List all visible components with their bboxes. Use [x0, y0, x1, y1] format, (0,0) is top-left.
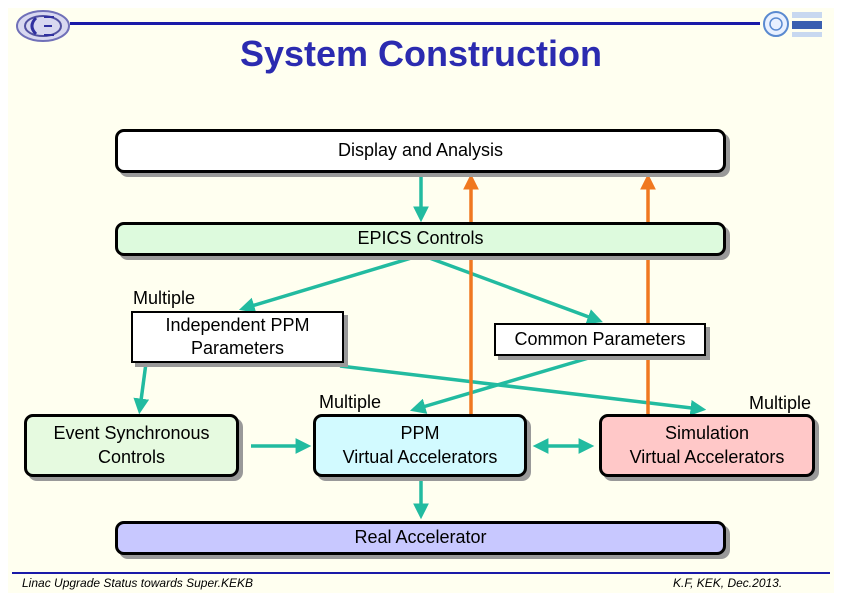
display-analysis-box: Display and Analysis [115, 129, 726, 173]
multiple-label-right: Multiple [749, 393, 812, 413]
simulation-label-line1: Simulation [664, 423, 750, 444]
ppm-virtual-box: PPM Virtual Accelerators [313, 414, 527, 477]
arrow-independent-to-sim [339, 364, 707, 416]
display-analysis-label: Display and Analysis [337, 140, 504, 161]
epics-controls-box: EPICS Controls [115, 222, 726, 256]
independent-label-line1: Independent PPM [165, 314, 310, 335]
footer-right-text: K.F, KEK, Dec.2013. [673, 576, 783, 590]
ppm-label-line2: Virtual Accelerators [342, 446, 498, 467]
ppm-label-line1: PPM [400, 423, 440, 444]
common-parameters-box: Common Parameters [494, 323, 706, 356]
independent-label-line2: Parameters [190, 338, 285, 358]
epics-controls-label: EPICS Controls [357, 228, 484, 249]
arrow-epics-to-common [423, 254, 603, 325]
arrow-independent-to-event [133, 362, 150, 415]
multiple-label-mid: Multiple [319, 392, 382, 412]
page-title: System Construction [239, 33, 603, 74]
footer-rule [12, 572, 830, 574]
real-accelerator-label: Real Accelerator [354, 527, 487, 548]
event-label-line1: Event Synchronous [53, 423, 210, 444]
footer-left-text: Linac Upgrade Status towards Super.KEKB [22, 576, 254, 590]
simulation-label-line2: Virtual Accelerators [629, 446, 785, 467]
superkekb-logo-icon [763, 11, 822, 37]
independent-ppm-box: Independent PPM Parameters [131, 311, 344, 363]
real-accelerator-box: Real Accelerator [115, 521, 726, 555]
simulation-virtual-box: Simulation Virtual Accelerators [599, 414, 815, 477]
arrow-epics-to-independent [238, 254, 419, 313]
common-parameters-label: Common Parameters [514, 328, 686, 349]
left-logo-icon [16, 10, 70, 42]
event-label-line2: Controls [97, 446, 166, 467]
header-rule [70, 22, 760, 25]
multiple-label-left: Multiple [133, 288, 196, 308]
arrow-common-to-ppm [409, 355, 593, 414]
event-synchronous-box: Event Synchronous Controls [24, 414, 239, 477]
